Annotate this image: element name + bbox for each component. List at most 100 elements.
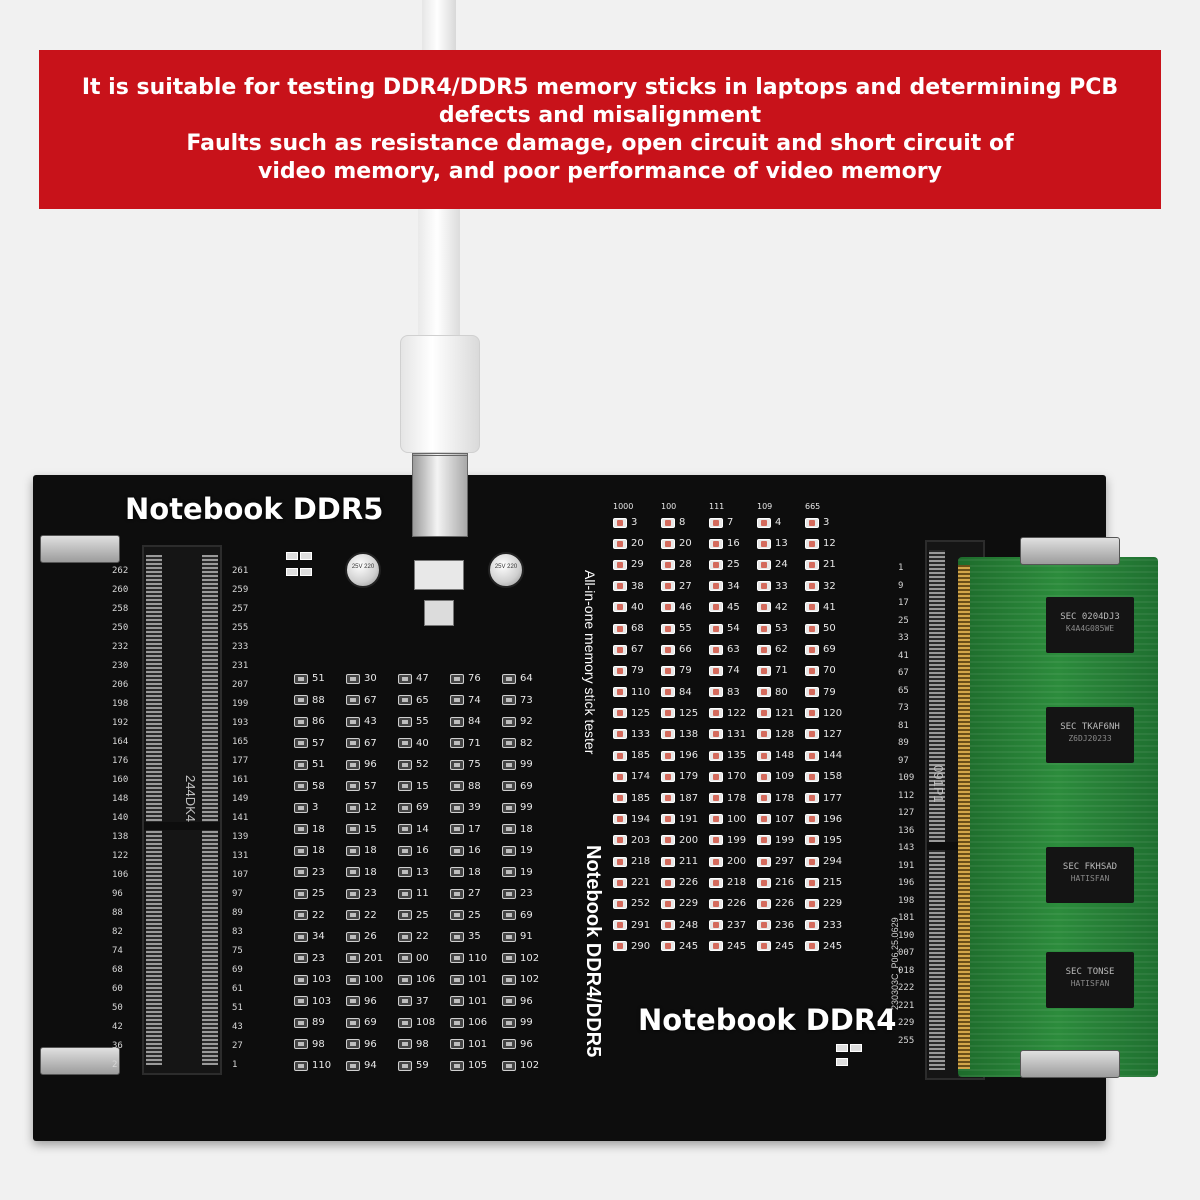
pin-number: 007 [898,948,915,958]
led-number: 248 [679,919,699,931]
led-cell: 218 [709,872,757,893]
led-cell: 50 [805,618,853,639]
led-indicator [757,708,771,719]
led-number: 3 [631,517,638,529]
led-number: 200 [727,856,747,868]
led-cell: 218 [613,851,661,872]
led-indicator [398,845,412,856]
led-number: 52 [416,759,429,771]
usb-c-port [412,455,468,537]
pin-number: 199 [232,699,249,709]
led-indicator [450,953,464,964]
led-cell: 54 [709,618,757,639]
led-number: 96 [364,759,377,771]
led-indicator [346,867,360,878]
led-number: 158 [823,771,843,783]
led-cell: 125 [661,703,709,724]
led-indicator [294,1060,308,1071]
led-cell: 73 [502,690,554,712]
led-cell: 19 [502,840,554,862]
led-indicator [346,996,360,1007]
pin-number: 112 [898,790,915,801]
led-indicator [757,793,771,804]
led-indicator [709,750,723,761]
led-cell: 106 [450,1012,502,1034]
led-indicator [709,877,723,888]
led-indicator [294,867,308,878]
led-number: 226 [679,877,699,889]
led-cell: 7 [709,512,757,533]
led-cell: 226 [709,893,757,914]
led-number: 40 [416,737,429,749]
led-cell: 64 [502,668,554,690]
pin-number: 262 [112,566,129,576]
led-number: 196 [679,750,699,762]
led-number: 102 [520,974,540,986]
led-cell: 3 [805,512,853,533]
led-number: 179 [679,771,699,783]
led-number: 67 [631,644,644,656]
banner-line-3: Faults such as resistance damage, open c… [186,130,1014,156]
led-cell: 92 [502,711,554,733]
led-cell: 170 [709,766,757,787]
led-number: 185 [631,792,651,804]
led-indicator [294,802,308,813]
led-indicator [346,1039,360,1050]
led-indicator [805,771,819,782]
led-indicator [805,920,819,931]
ddr4-slot-latch-bottom [1020,1050,1120,1078]
led-indicator [757,644,771,655]
right-slot-mark: 091P1 [931,765,946,803]
usb-cable-body [418,209,460,349]
ddr5-label: Notebook DDR5 [125,492,384,526]
pin-number: 136 [898,825,915,836]
led-number: 67 [364,737,377,749]
led-cell: 121 [757,703,805,724]
led-cell: 39 [450,797,502,819]
led-indicator [450,867,464,878]
led-cell: 84 [661,682,709,703]
led-number: 101 [468,974,488,986]
ddr5-slot-latch-top [40,535,120,563]
led-indicator [613,750,627,761]
led-number: 218 [727,877,747,889]
led-cell: 25 [450,905,502,927]
led-number: 55 [416,716,429,728]
led-indicator [613,517,627,528]
led-indicator [661,623,675,634]
pin-number: 68 [112,965,123,975]
led-indicator [346,888,360,899]
led-cell: 177 [805,787,853,808]
led-indicator [709,771,723,782]
led-number: 69 [520,780,533,792]
led-number: 23 [312,866,325,878]
led-number: 69 [364,1017,377,1029]
led-indicator [613,941,627,952]
led-cell: 69 [346,1012,398,1034]
led-indicator [398,996,412,1007]
led-number: 122 [727,707,747,719]
led-cell: 100 [346,969,398,991]
led-cell: 15 [398,776,450,798]
led-indicator [805,644,819,655]
led-cell: 200 [709,851,757,872]
led-cell: 291 [613,915,661,936]
led-cell: 216 [757,872,805,893]
led-cell: 99 [502,754,554,776]
led-number: 91 [520,931,533,943]
led-indicator [709,814,723,825]
led-indicator [294,931,308,942]
led-indicator [450,738,464,749]
led-indicator [398,953,412,964]
led-cell: 245 [757,936,805,957]
led-indicator [613,708,627,719]
led-indicator [661,687,675,698]
led-indicator [613,856,627,867]
led-cell: 101 [450,991,502,1013]
smd-part [300,552,312,560]
led-number: 128 [775,728,795,740]
led-number: 58 [312,780,325,792]
led-cell: 69 [805,639,853,660]
led-number: 69 [520,909,533,921]
